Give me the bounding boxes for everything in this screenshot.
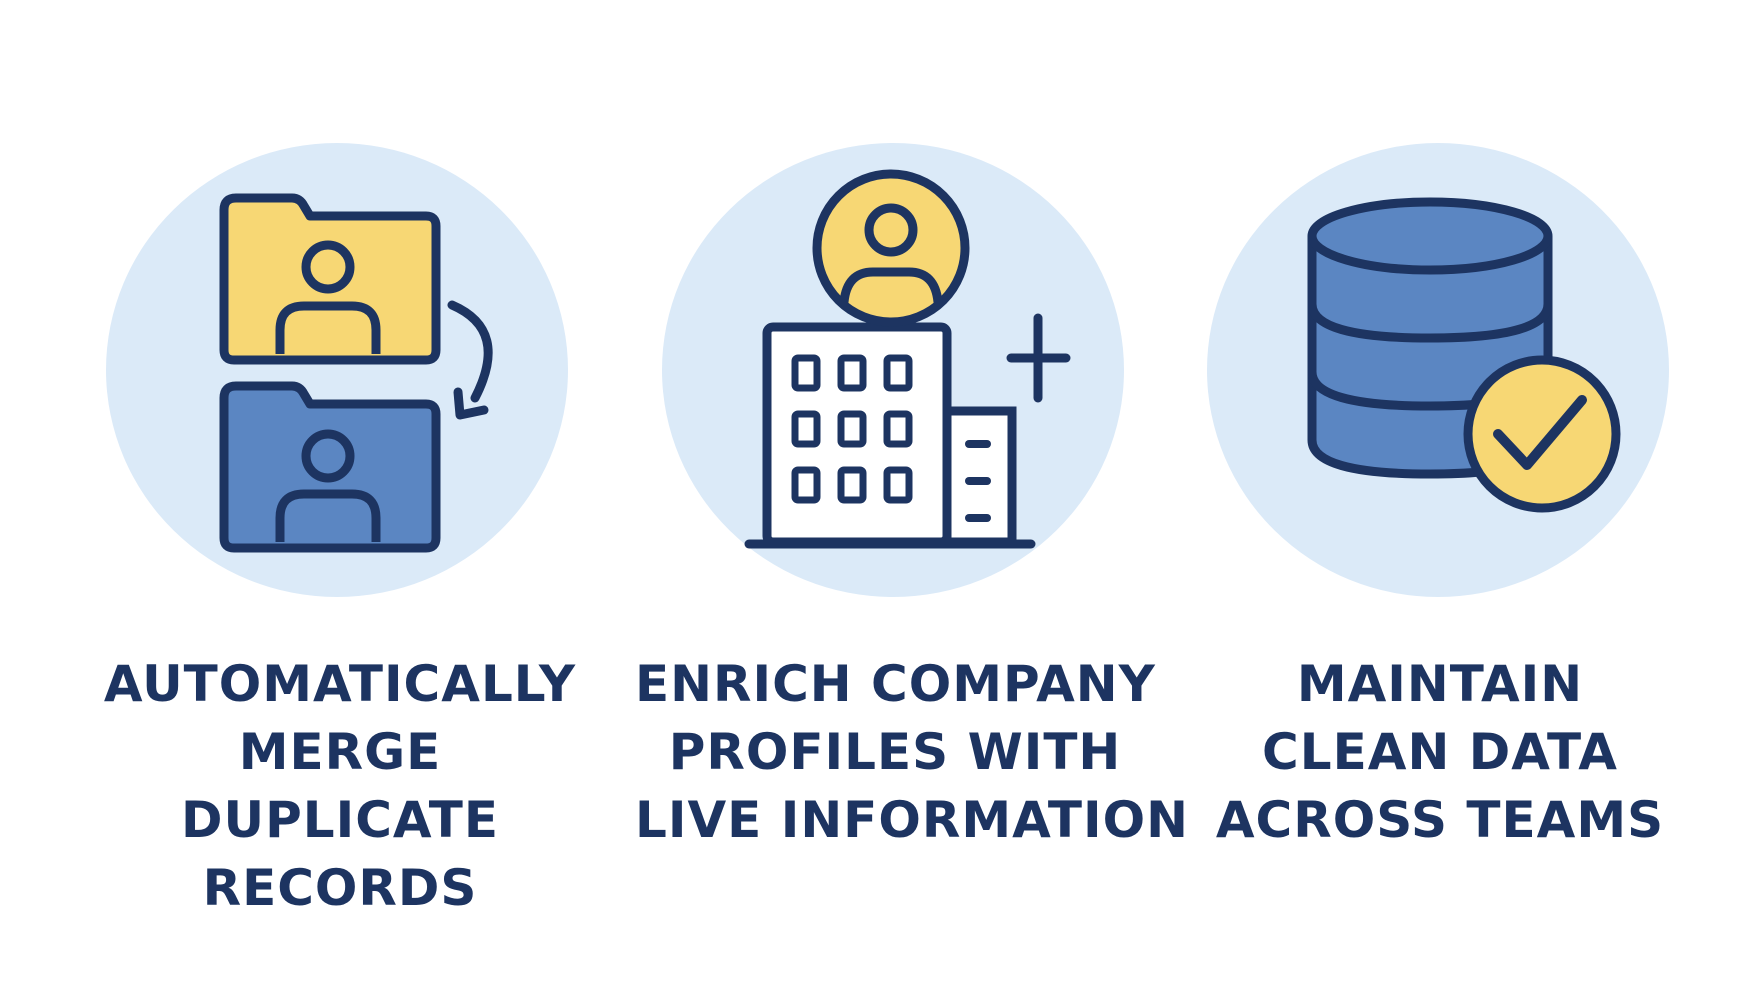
caption-line: DUPLICATE [181, 791, 499, 849]
caption-line: CLEAN DATA [1262, 723, 1618, 781]
merge-folders-icon [219, 193, 493, 553]
caption-line: RECORDS [202, 859, 478, 917]
caption-line: MAINTAIN [1296, 655, 1584, 713]
caption-line: LIVE INFORMATION [635, 791, 1189, 849]
caption-line: AUTOMATICALLY [103, 655, 577, 713]
feature-enrich-profiles: ENRICH COMPANY PROFILES WITH LIVE INFORM… [635, 0, 1189, 1002]
feature-caption: MAINTAIN CLEAN DATA ACROSS TEAMS [1180, 650, 1700, 854]
feature-clean-data: MAINTAIN CLEAN DATA ACROSS TEAMS [1180, 0, 1700, 1002]
caption-line: ENRICH COMPANY [635, 655, 1156, 713]
feature-caption: AUTOMATICALLY MERGE DUPLICATE RECORDS [80, 650, 600, 922]
company-profile-icon [744, 169, 1071, 549]
feature-merge-duplicates: AUTOMATICALLY MERGE DUPLICATE RECORDS [80, 0, 600, 1002]
caption-line: ACROSS TEAMS [1215, 791, 1665, 849]
caption-line: MERGE [238, 723, 442, 781]
caption-line: PROFILES WITH [668, 723, 1122, 781]
feature-caption: ENRICH COMPANY PROFILES WITH LIVE INFORM… [635, 650, 1189, 854]
clean-database-icon [1307, 197, 1621, 513]
